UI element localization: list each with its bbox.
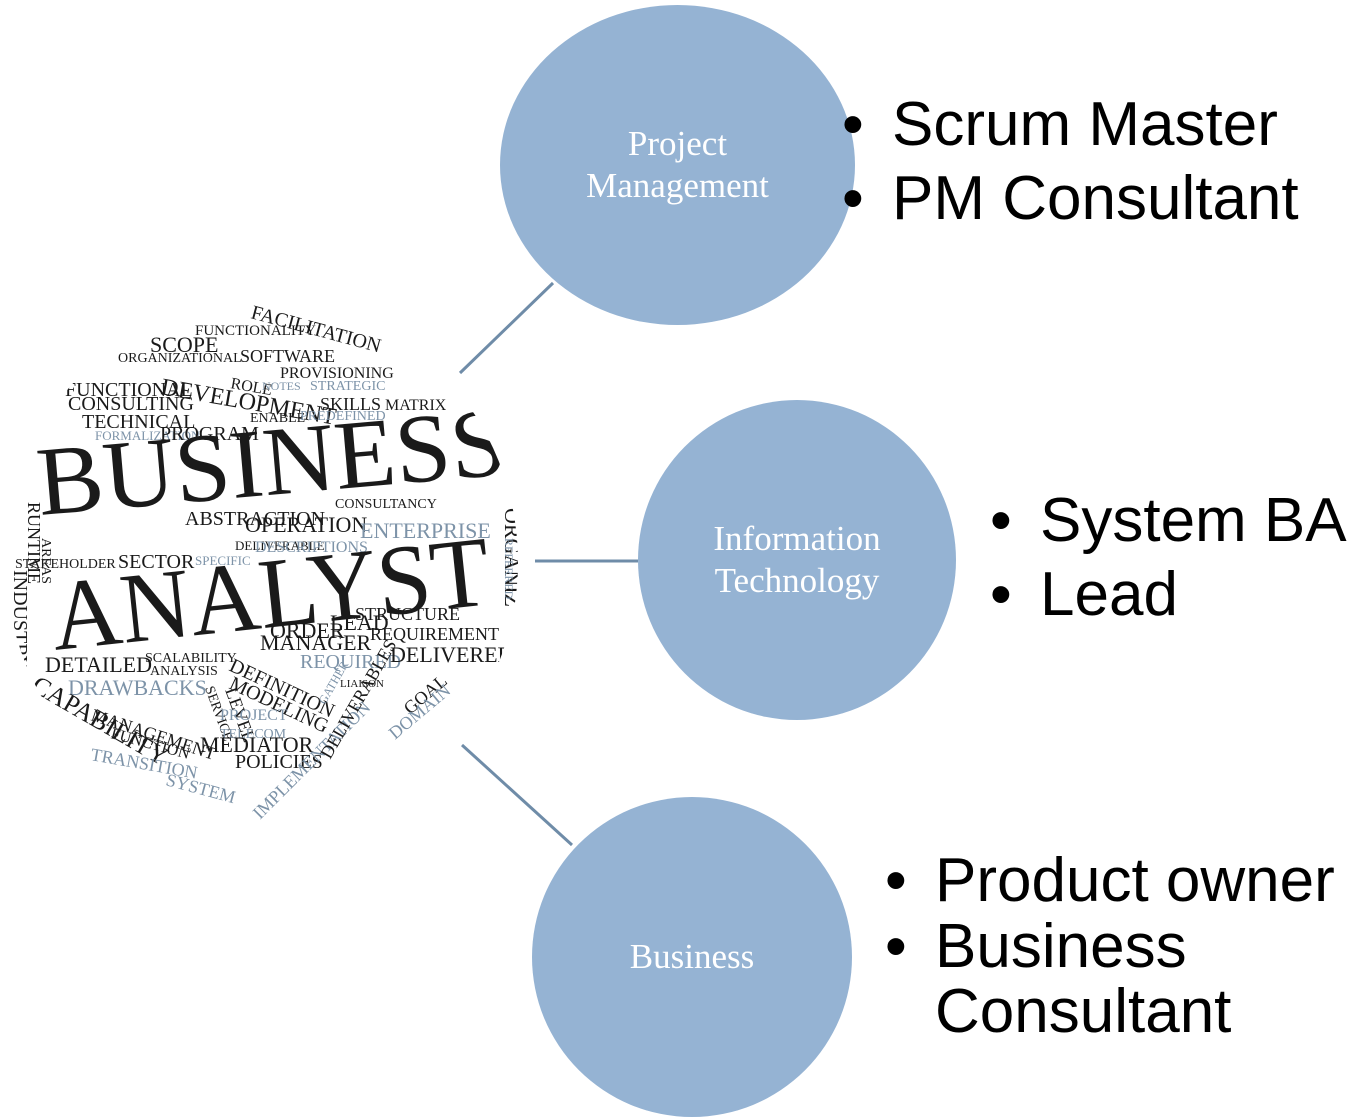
cloud-word: ENABLE (250, 411, 305, 426)
cloud-word: ENTERPRISE (360, 518, 491, 543)
role-item: Scrum Master (842, 88, 1299, 163)
business-node: Business (532, 797, 852, 1117)
project-management-roles-list: Scrum Master PM Consultant (842, 88, 1299, 237)
cloud-word: AREAS (38, 538, 53, 584)
cloud-word: DELIVERABLE (235, 538, 325, 553)
cloud-word: MATRIX (385, 397, 447, 414)
project-management-label-line-1: Project (627, 124, 728, 163)
cloud-word: REQUIREMENT (370, 624, 499, 644)
cloud-word: FUNCTIONALITY (195, 323, 316, 339)
cloud-word: POLICIES (235, 751, 323, 773)
role-item: System BA (990, 484, 1347, 559)
cloud-word: LEAD (330, 610, 389, 635)
cloud-word: MANAGER (260, 630, 372, 655)
cloud-word: TECHNICAL (82, 411, 195, 433)
cloud-word: ABSTRACTION (185, 508, 325, 530)
cloud-word: SKILLS (320, 394, 381, 414)
information-technology-roles-list: System BA Lead (990, 484, 1347, 633)
cloud-word: OPERATION (245, 512, 367, 537)
cloud-word: INDUSTRY (9, 570, 31, 670)
cloud-word: STAKEHOLDER (15, 557, 116, 572)
cloud-word: FUNCTIONAL (65, 379, 193, 401)
connector-biz (460, 743, 574, 847)
cloud-word: MEDIATOR (200, 732, 314, 757)
role-item: Business Consultant (885, 913, 1360, 1045)
role-item: Product owner (885, 848, 1360, 914)
cloud-word: ORGANIZ (500, 508, 525, 607)
cloud-word: CONSULTING (68, 393, 194, 415)
cloud-word: DETAILED (45, 652, 152, 677)
cloud-word: FORMALIZATION (95, 428, 201, 443)
project-management-node: Project Management (500, 5, 855, 325)
cloud-word: ORGANIZATIONAL (118, 351, 242, 366)
cloud-word: ANALYSIS (150, 664, 218, 679)
cloud-word: ROLE (229, 375, 273, 399)
cloud-word: SYSTEM (164, 770, 238, 808)
cloud-word: PROJECT (220, 707, 288, 724)
information-technology-label-line-1: Information (713, 519, 881, 558)
cloud-word: NOTES (262, 379, 301, 393)
cloud-word: SCOPE (150, 332, 218, 357)
cloud-word: STRUCTURE (355, 604, 460, 624)
project-management-label-line-2: Management (586, 166, 769, 205)
cloud-word: PROGRAM (160, 423, 259, 445)
information-technology-node: Information Technology (638, 400, 956, 720)
cloud-word: REQUIRED (300, 651, 401, 673)
cloud-word: CONSULTANCY (335, 497, 437, 512)
cloud-word: SCALABILITY (145, 651, 237, 666)
cloud-word: TELECOM (220, 727, 287, 742)
cloud-word: DESCRIPTIONS (255, 539, 368, 556)
cloud-word: PROVISIONING (280, 365, 394, 382)
cloud-word: LIAISON (340, 678, 384, 690)
cloud-word: RUNTIME (24, 502, 44, 584)
cloud-word: ORDER (270, 618, 345, 643)
cloud-word: DELIVERED (390, 642, 513, 667)
cloud-word: REFERRED (502, 538, 516, 600)
business-roles-list: Product owner Business Consultant (885, 848, 1360, 1045)
information-technology-label-line-2: Technology (714, 561, 880, 600)
role-item: Lead (990, 558, 1347, 633)
connector-pm (458, 281, 555, 375)
cloud-word: SECTOR (118, 551, 195, 573)
cloud-word: SOFTWARE (240, 346, 335, 366)
business-analyst-word-cloud: FACILITATIONFUNCTIONALITYSCOPEORGANIZATI… (9, 302, 525, 823)
cloud-word: DRAWBACKS (68, 675, 207, 700)
cloud-word: PREDEFINED (300, 409, 386, 424)
business-label: Business (629, 937, 755, 976)
cloud-word: SPECIFIC (195, 553, 251, 568)
cloud-word: STRATEGIC (310, 379, 385, 394)
role-item: PM Consultant (842, 162, 1299, 237)
